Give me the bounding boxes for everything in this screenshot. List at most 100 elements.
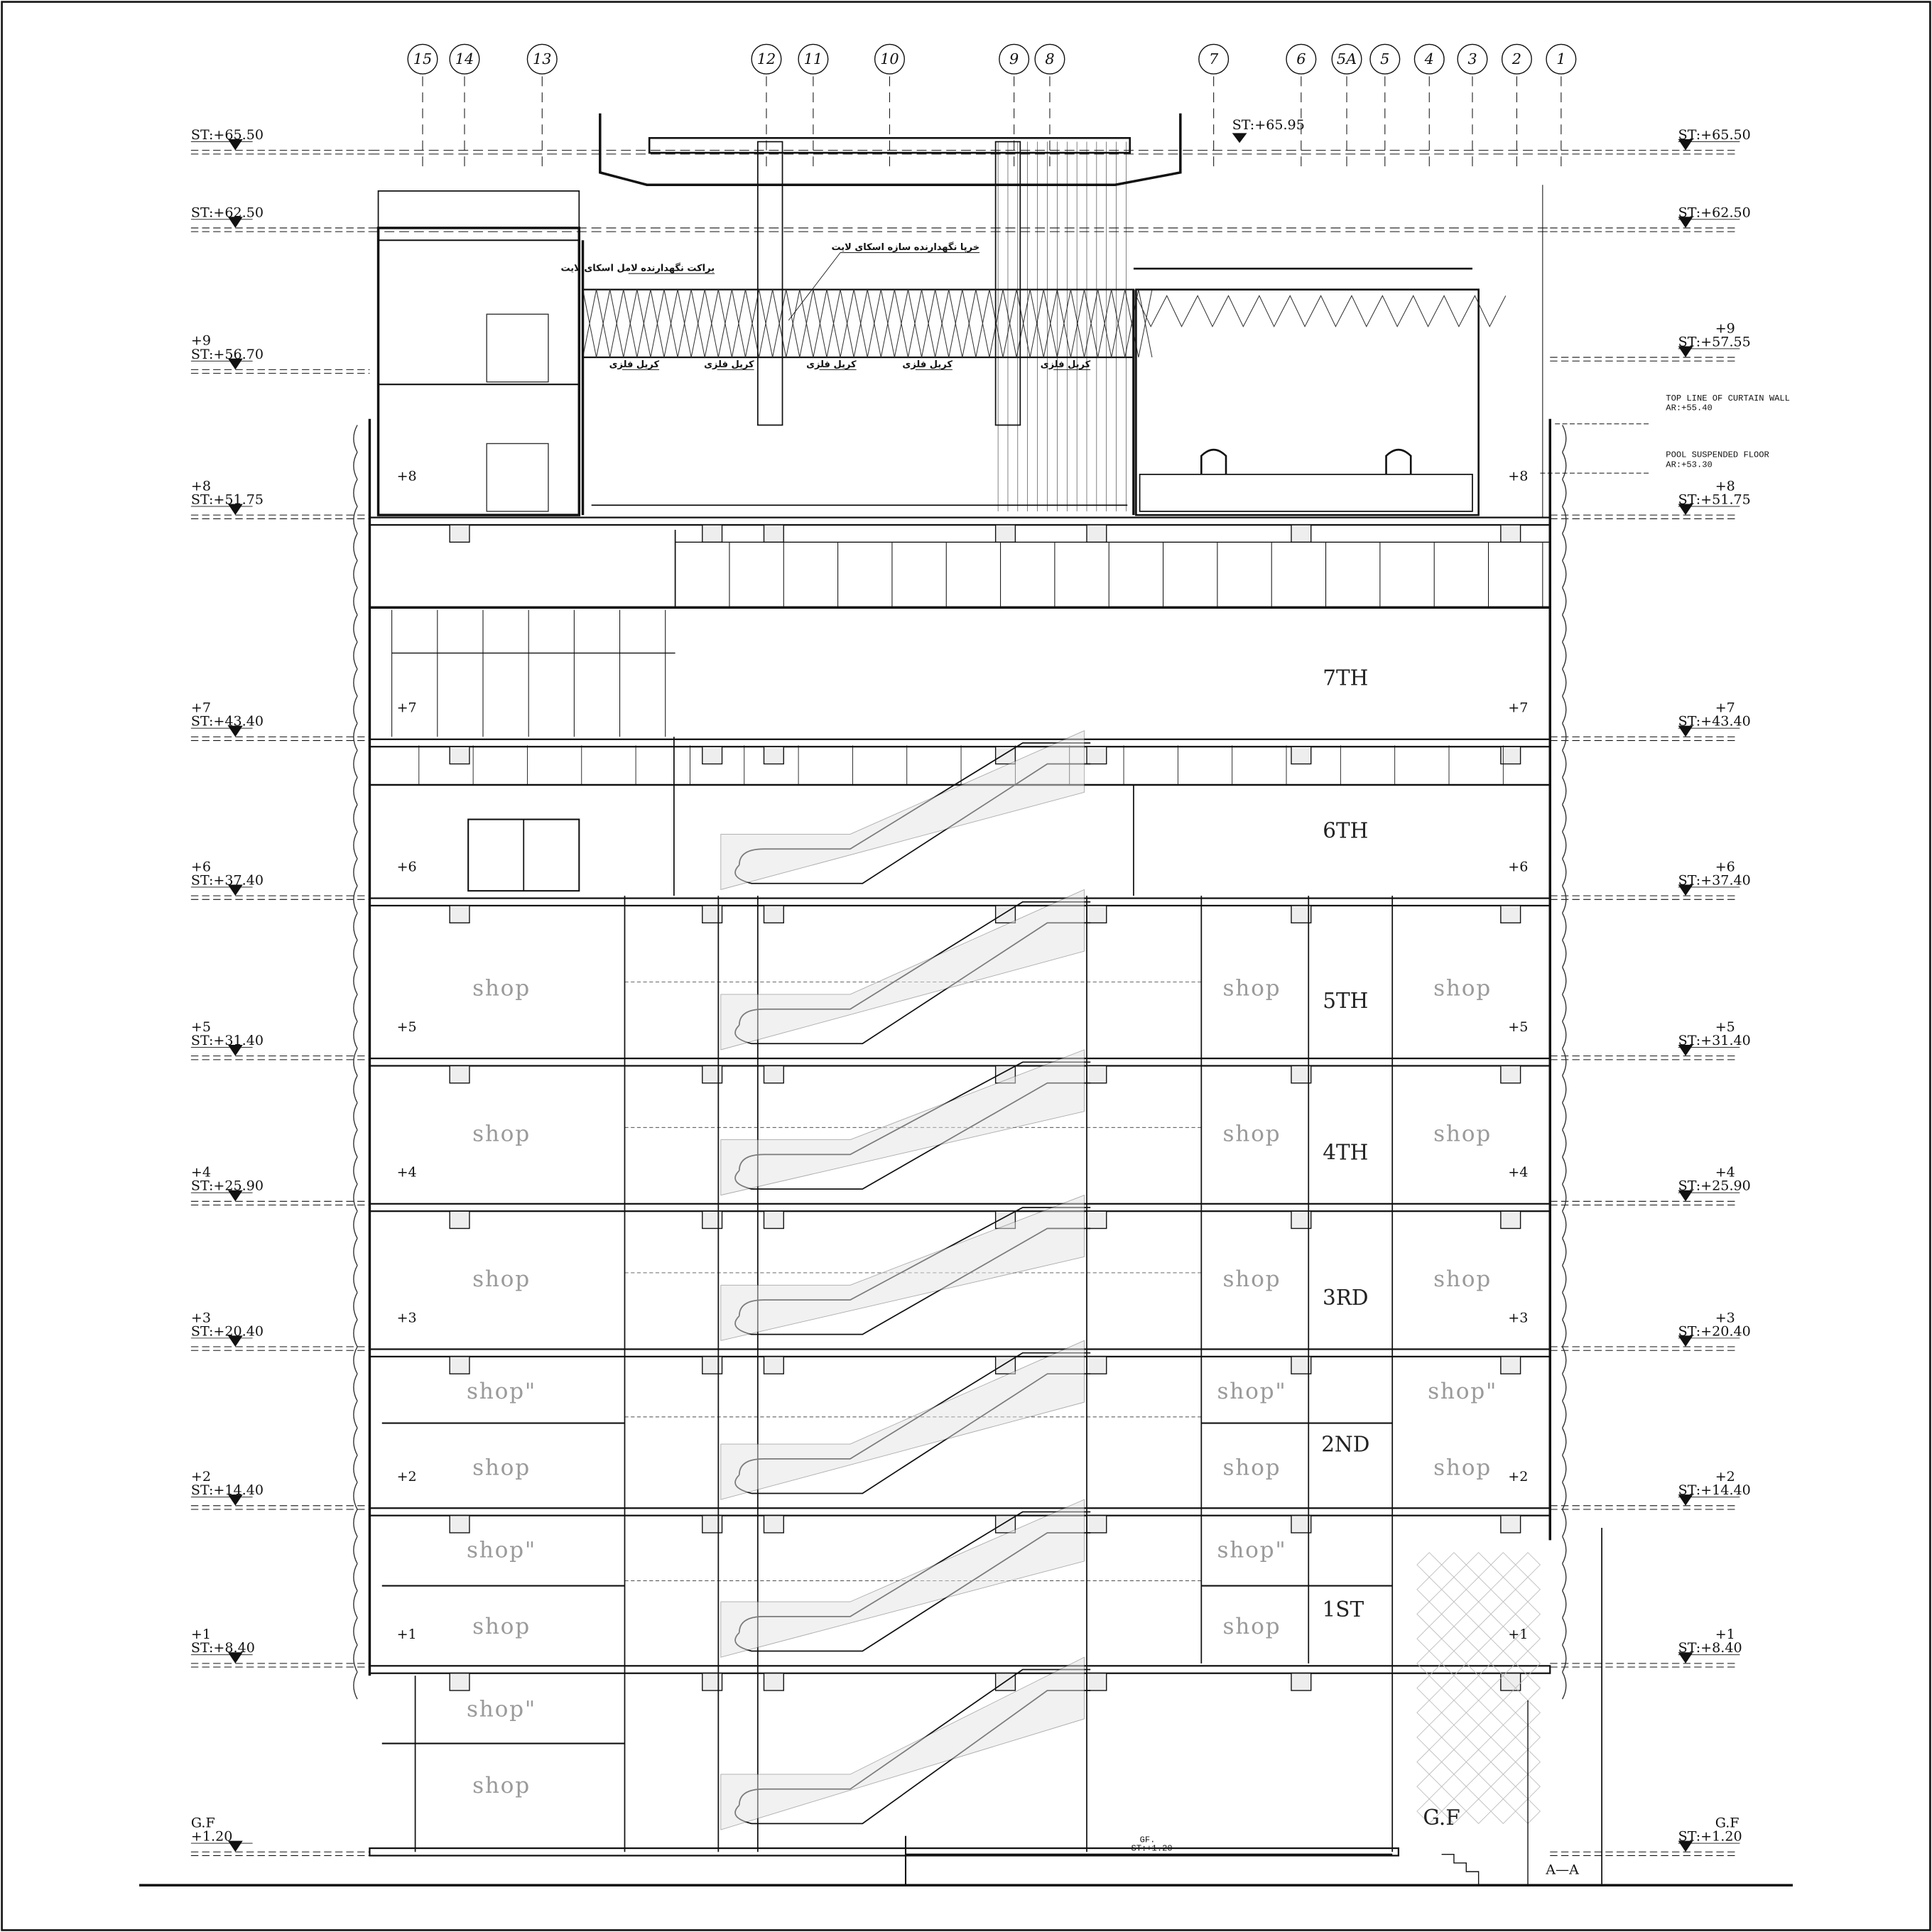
column-head xyxy=(1086,1673,1107,1691)
column-head xyxy=(449,1210,470,1230)
shop-label: shop xyxy=(1223,1121,1281,1146)
curtain-wall-mullion xyxy=(1561,804,1567,832)
paving-pattern xyxy=(1515,1650,1541,1676)
paving-pattern xyxy=(1515,1576,1541,1602)
grid-axis-bubble: 3 xyxy=(1457,43,1488,75)
level-elevation: ST:+14.40 xyxy=(1678,1482,1751,1498)
curtain-wall-mullion xyxy=(1561,1482,1567,1510)
curtain-wall-mullion xyxy=(353,1373,358,1401)
curtain-wall-mullion xyxy=(353,614,358,643)
curtain-wall-mullion xyxy=(1561,695,1567,724)
curtain-wall-mullion xyxy=(353,479,358,507)
inner-level-tag: +3 xyxy=(1508,1310,1528,1325)
paving-pattern xyxy=(1440,1675,1467,1701)
paving-pattern xyxy=(1465,1774,1492,1800)
curtain-wall-mullion xyxy=(353,533,358,561)
curtain-wall-mullion xyxy=(353,777,358,805)
column-head xyxy=(763,746,784,765)
curtain-wall-mullion xyxy=(353,587,358,615)
curtain-wall-mullion xyxy=(353,940,358,968)
grid-axis-bubble: 5A xyxy=(1331,43,1362,75)
escalator-truss xyxy=(720,1340,1085,1500)
paving-pattern xyxy=(1490,1749,1516,1775)
level-elevation: ST:+1.20 xyxy=(1678,1829,1742,1845)
floor-slab xyxy=(369,897,1551,907)
shop-label: shop xyxy=(1223,976,1281,1002)
column-head xyxy=(702,1210,723,1230)
level-elevation: ST:+8.40 xyxy=(1678,1640,1742,1656)
curtain-wall-mullion xyxy=(1561,1319,1567,1347)
curtain-wall-mullion xyxy=(1561,1563,1567,1591)
shop-label: shop" xyxy=(1217,1379,1286,1404)
grid-axis-label: 9 xyxy=(1009,50,1019,67)
parapet xyxy=(377,190,580,229)
column-head xyxy=(1086,1210,1107,1230)
paving-pattern xyxy=(1515,1601,1541,1627)
level-marker-icon xyxy=(227,884,243,896)
curtain-wall-mullion xyxy=(353,1482,358,1510)
inner-level-tag: +1 xyxy=(1508,1627,1528,1642)
grid-axis-label: 10 xyxy=(880,50,899,67)
floor-slab xyxy=(369,516,1551,526)
curtain-wall-mullion xyxy=(353,560,358,588)
column-head xyxy=(1291,1514,1312,1534)
paving-pattern xyxy=(1490,1650,1516,1676)
column-head xyxy=(449,746,470,765)
inner-level-tag: +7 xyxy=(1508,700,1528,716)
pool-note: POOL SUSPENDED FLOOR xyxy=(1666,450,1769,460)
level-tag: +4 xyxy=(1715,1165,1735,1181)
truss-note: خرپا نگهدارنده سازه اسکای لایت xyxy=(831,242,979,253)
shop-label: shop" xyxy=(1217,1538,1286,1563)
inner-level-tag: +2 xyxy=(397,1469,417,1485)
grid-circle xyxy=(407,43,438,75)
paving-pattern xyxy=(1465,1576,1492,1602)
level-elevation: ST:+25.90 xyxy=(191,1178,264,1194)
shop-label: shop" xyxy=(467,1538,536,1563)
curtain-wall-mullion xyxy=(353,695,358,724)
column-head xyxy=(763,1356,784,1374)
grid-axis-label: 13 xyxy=(533,50,551,67)
level-elevation: ST:+65.50 xyxy=(191,127,264,143)
column-head xyxy=(763,1673,784,1691)
paving-pattern xyxy=(1440,1576,1467,1602)
curtain-wall-mullion xyxy=(1561,1183,1567,1212)
floor-label: 2ND xyxy=(1321,1432,1369,1456)
entrance-stairs xyxy=(1441,1854,1480,1886)
curtain-wall-mullion xyxy=(1561,1509,1567,1537)
column-head xyxy=(763,905,784,923)
escalator-truss xyxy=(720,1195,1085,1341)
grid-axis-label: 12 xyxy=(757,50,776,67)
floor-slab xyxy=(369,1057,1551,1067)
shop-label: shop xyxy=(472,976,531,1002)
grid-axis-label: 15 xyxy=(413,50,432,67)
level-tag: +3 xyxy=(1715,1310,1735,1325)
level-tag: +1 xyxy=(191,1627,211,1642)
paving-pattern xyxy=(1416,1700,1443,1726)
curtain-wall-mullion xyxy=(353,452,358,480)
level-tag: +6 xyxy=(1715,859,1735,874)
column-head xyxy=(702,1065,723,1084)
paving-pattern xyxy=(1465,1724,1492,1750)
paving-pattern xyxy=(1465,1601,1492,1627)
column-head xyxy=(449,1356,470,1374)
curtain-wall-mullion xyxy=(353,1590,358,1618)
level-tag: +7 xyxy=(1715,700,1735,716)
pool-basin xyxy=(1139,473,1473,512)
grid-axis-bubble: 4 xyxy=(1413,43,1445,75)
paving-pattern xyxy=(1490,1724,1516,1750)
floor-slab xyxy=(369,1507,1551,1516)
curtain-wall-mullion xyxy=(1561,750,1567,778)
grid-axis-bubble: 8 xyxy=(1034,43,1065,75)
column-head xyxy=(1500,905,1521,923)
shop-label: shop" xyxy=(1428,1379,1497,1404)
column-head xyxy=(1291,1065,1312,1084)
curtain-wall-mullion xyxy=(1561,1129,1567,1158)
inner-level-tag: +2 xyxy=(1508,1469,1528,1485)
shop-label: shop xyxy=(472,1773,531,1798)
shop-label: shop" xyxy=(467,1696,536,1722)
level-tag: G.F xyxy=(1715,1816,1740,1831)
curtain-wall-mullion xyxy=(353,1428,358,1456)
level-tag: +6 xyxy=(191,859,211,874)
column-head xyxy=(1086,746,1107,765)
